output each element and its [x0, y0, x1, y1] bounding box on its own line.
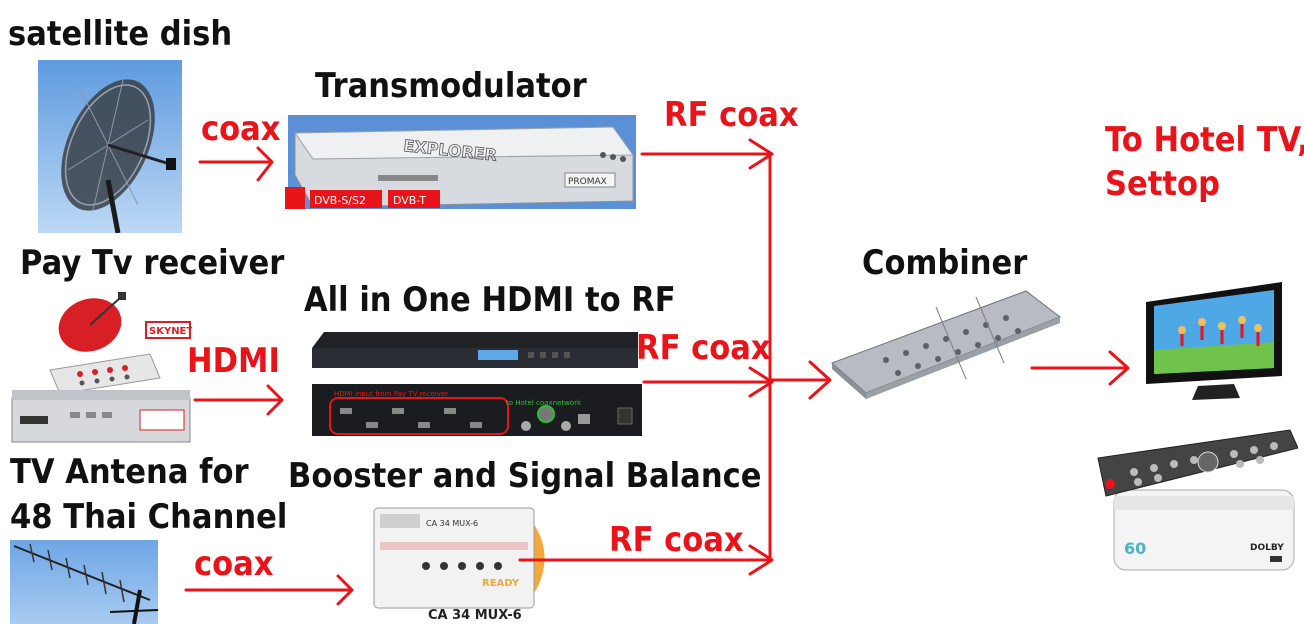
transmod-brand: PROMAX: [568, 177, 607, 187]
bus-to-combiner-arrow: [768, 360, 832, 400]
settop-box-image: 60 DOLBY: [1097, 429, 1298, 571]
svg-text:CA 34 MUX-6: CA 34 MUX-6: [426, 519, 478, 528]
pay-tv-receiver-label: Pay Tv receiver: [20, 243, 285, 283]
combiner-to-tv-arrow: [1030, 350, 1130, 386]
tv-antenna-label-line1: TV Antena for: [10, 452, 249, 492]
skynet-logo: SKYNET: [149, 326, 192, 337]
booster-ready-text: READY: [482, 578, 520, 589]
coax-label-bottom: coax: [194, 544, 274, 584]
to-hotel-label-line2: Settop: [1105, 164, 1220, 204]
combiner-image: [831, 290, 1062, 399]
tv-antenna-label-line2: 48 Thai Channel: [10, 497, 288, 537]
tv-antenna-image: [10, 540, 158, 624]
receiver-to-hdmi-rf-arrow: [193, 384, 284, 416]
booster-image: CA 34 MUX-6 READY CA 34 MUX-6: [373, 507, 545, 623]
svg-text:60: 60: [1124, 539, 1146, 558]
satellite-to-transmodulator-arrow: [198, 146, 274, 182]
coax-panel-text: to Hotel coaxnetwork: [506, 399, 582, 407]
settop-brand: DOLBY: [1250, 543, 1284, 553]
pay-tv-receiver-image: SKYNET: [11, 292, 192, 443]
booster-model-text: CA 34 MUX-6: [428, 608, 522, 623]
hdmi-label: HDMI: [187, 341, 280, 381]
hdmi-to-rf-image: HDMI input from Pay TV receiver to Hotel…: [312, 332, 642, 436]
transmod-badge-2: DVB-T: [393, 194, 426, 207]
booster-rf-arrow: [518, 544, 774, 576]
rf-coax-label-bottom: RF coax: [609, 520, 744, 560]
hdmi-panel-text: HDMI input from Pay TV receiver: [334, 390, 448, 398]
tv-image: [1146, 282, 1282, 400]
satellite-dish-image: [38, 60, 182, 233]
coax-label-top: coax: [201, 109, 281, 149]
hdmi-rf-output-arrow: [642, 366, 774, 398]
transmodulator-rf-arrow: [640, 138, 774, 170]
booster-label: Booster and Signal Balance: [288, 456, 762, 496]
hdmi-to-rf-label: All in One HDMI to RF: [304, 280, 676, 320]
rf-coax-label-middle: RF coax: [636, 328, 771, 368]
transmod-badge-1: DVB-S/S2: [314, 194, 366, 207]
satellite-dish-label: satellite dish: [8, 14, 233, 54]
antenna-to-booster-arrow: [184, 574, 354, 606]
transmodulator-image: EXPLORER PROMAX DVB-S/S2 DVB-T: [285, 115, 636, 209]
to-hotel-label-line1: To Hotel TV,: [1105, 120, 1304, 160]
combiner-label: Combiner: [862, 243, 1028, 283]
transmodulator-label: Transmodulator: [315, 66, 587, 106]
rf-coax-label-top: RF coax: [664, 95, 799, 135]
